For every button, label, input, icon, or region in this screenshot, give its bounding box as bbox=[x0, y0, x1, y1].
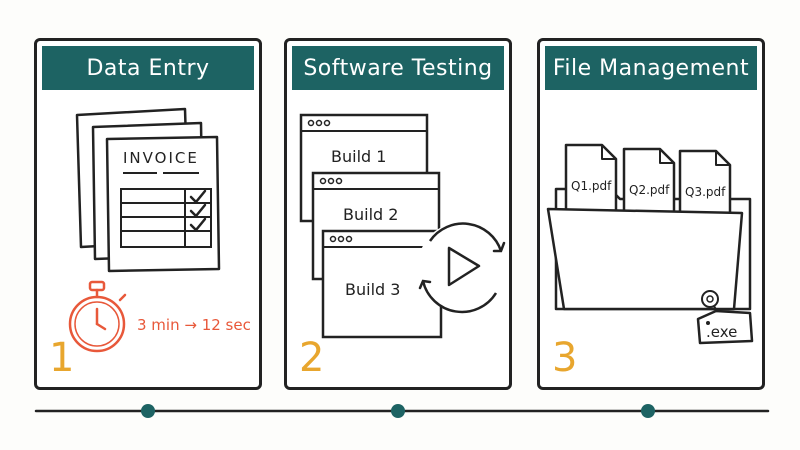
build-label: Build 2 bbox=[343, 205, 398, 224]
speed-text: 3 min → 12 sec bbox=[137, 316, 251, 334]
panel-title: Software Testing bbox=[292, 46, 504, 90]
build-label: Build 3 bbox=[345, 280, 400, 299]
step-number: 1 bbox=[49, 335, 75, 381]
play-cycle-icon bbox=[418, 222, 506, 314]
data-entry-illustration: INVOICE 3 min → 12 sec bbox=[68, 107, 251, 353]
stopwatch-icon bbox=[68, 280, 127, 353]
panel-title: File Management bbox=[545, 46, 757, 90]
tag-label: .exe bbox=[706, 323, 737, 341]
step-number: 2 bbox=[299, 335, 325, 381]
panel-file-management: File Management Q1.pdf Q2.pdf Q3.pdf bbox=[537, 38, 765, 390]
checkmark-icon bbox=[189, 189, 207, 232]
file-label: Q2.pdf bbox=[629, 183, 670, 197]
panel-software-testing: Software Testing Build 1 Build 2 Build 3 bbox=[284, 38, 512, 390]
panel-data-entry: Data Entry INVOICE bbox=[34, 38, 262, 390]
software-testing-illustration: Build 1 Build 2 Build 3 bbox=[299, 113, 506, 339]
file-label: Q1.pdf bbox=[571, 179, 612, 193]
invoice-label: INVOICE bbox=[123, 149, 199, 167]
tag-icon bbox=[696, 290, 754, 345]
timeline-dot bbox=[641, 404, 655, 418]
file-icon bbox=[564, 143, 618, 221]
panel-title: Data Entry bbox=[42, 46, 254, 90]
file-label: Q3.pdf bbox=[685, 185, 726, 199]
timeline bbox=[34, 404, 770, 418]
step-number: 3 bbox=[552, 335, 578, 381]
folder-icon bbox=[546, 207, 744, 311]
timeline-dot bbox=[141, 404, 155, 418]
file-management-illustration: Q1.pdf Q2.pdf Q3.pdf .exe bbox=[546, 143, 754, 345]
timeline-dot bbox=[391, 404, 405, 418]
build-label: Build 1 bbox=[331, 147, 386, 166]
